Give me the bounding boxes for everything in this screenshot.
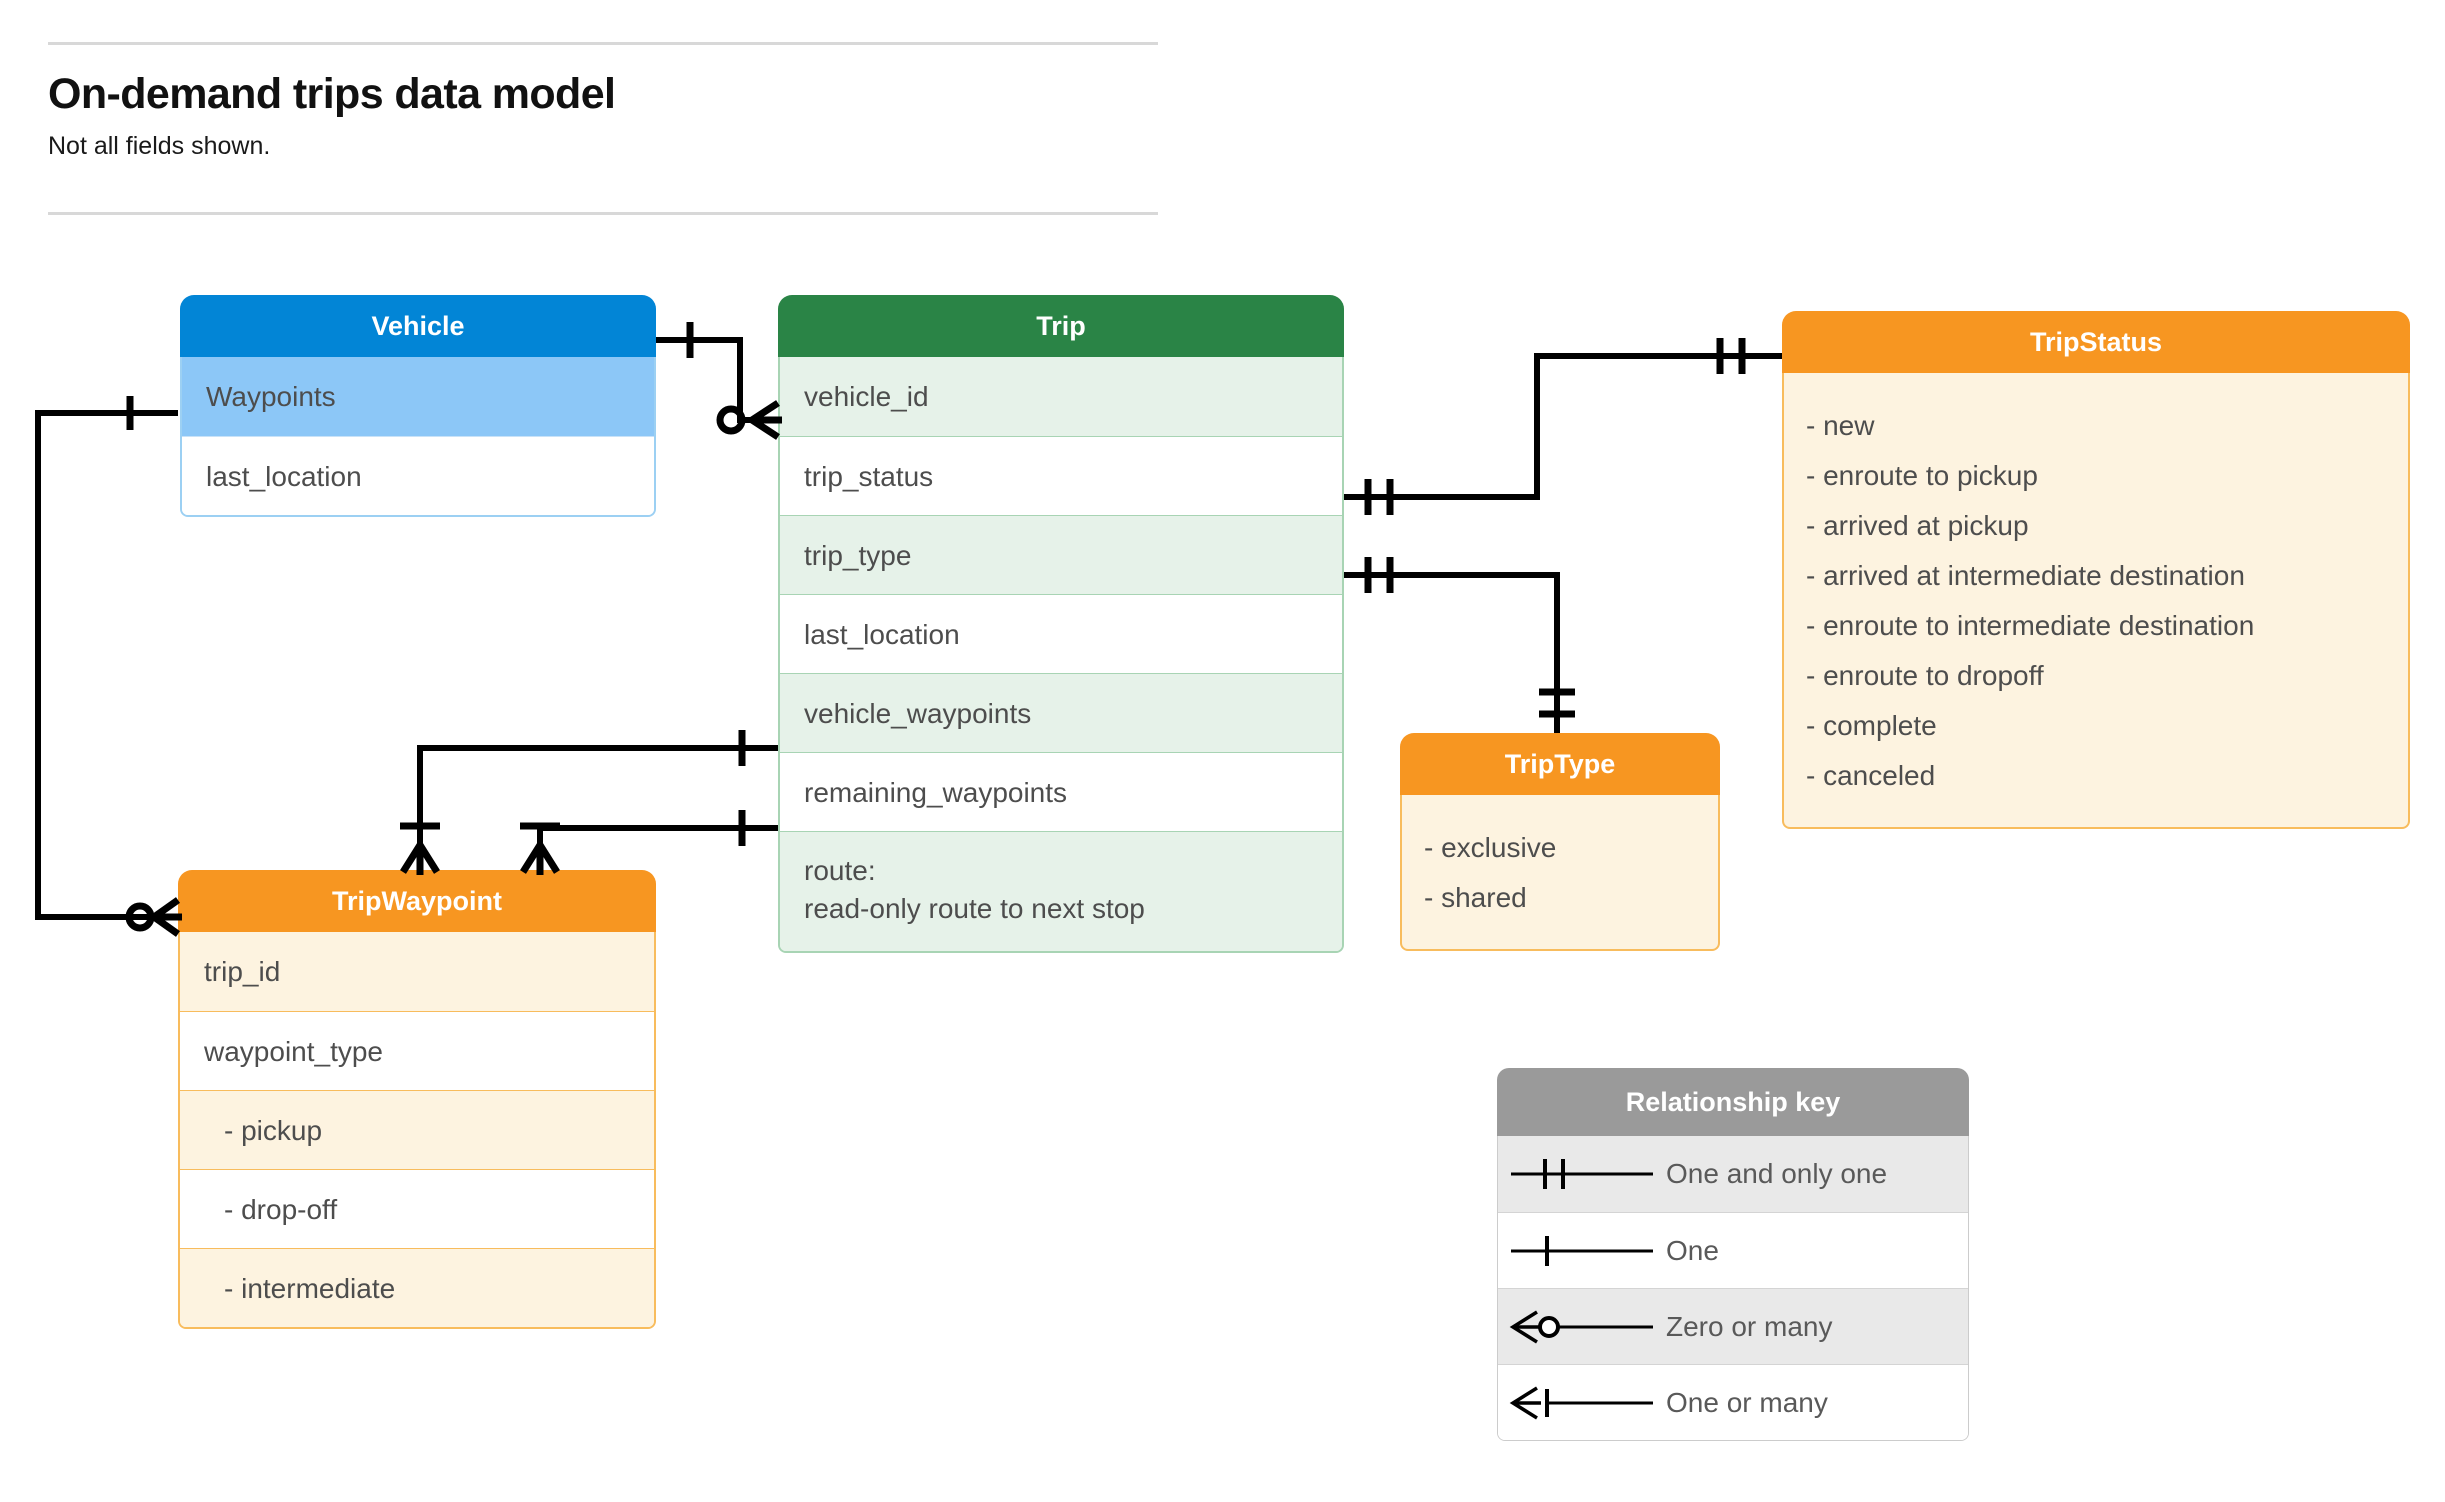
legend-row-one-or-many: One or many [1498, 1364, 1968, 1440]
trip-type-value: - exclusive [1424, 832, 1557, 863]
field-trip-route[interactable]: route: read-only route to next stop [780, 831, 1342, 951]
field-trip-vehicle-waypoints[interactable]: vehicle_waypoints [780, 673, 1342, 752]
trip-status-value: - complete [1806, 710, 1937, 741]
wire-trip-remaining-waypoints-to-tripwaypoint [537, 825, 778, 868]
entity-trip-fields: vehicle_id trip_status trip_type last_lo… [778, 357, 1344, 953]
entity-trip-status[interactable]: TripStatus - new - enroute to pickup - a… [1782, 311, 2410, 829]
entity-vehicle[interactable]: Vehicle Waypoints last_location [180, 295, 656, 517]
wire-trip-to-triptype [1344, 572, 1560, 733]
entity-vehicle-title: Vehicle [180, 295, 656, 357]
entity-trip-type-values: - exclusive - shared [1400, 795, 1720, 951]
legend-row-zero-or-many: Zero or many [1498, 1288, 1968, 1364]
one-and-only-one-icon [1498, 1136, 1666, 1212]
top-divider [48, 42, 1158, 45]
wire-vehicle-waypoints-to-tripwaypoint [35, 410, 178, 920]
entity-trip-title: Trip [778, 295, 1344, 357]
one-icon [1498, 1213, 1666, 1289]
entity-vehicle-fields: Waypoints last_location [180, 357, 656, 517]
field-trip-vehicle-id[interactable]: vehicle_id [780, 357, 1342, 436]
entity-trip-waypoint[interactable]: TripWaypoint trip_id waypoint_type - pic… [178, 870, 656, 1329]
legend-label: Zero or many [1666, 1310, 1833, 1342]
entity-trip-type-title: TripType [1400, 733, 1720, 795]
trip-status-value: - canceled [1806, 760, 1936, 791]
field-trip-waypoint-intermediate[interactable]: - intermediate [180, 1248, 654, 1327]
wire-vehicle-to-trip [656, 337, 762, 423]
entity-trip-waypoint-title: TripWaypoint [178, 870, 656, 932]
legend-label: One or many [1666, 1386, 1828, 1418]
entity-trip-waypoint-fields: trip_id waypoint_type - pickup - drop-of… [178, 932, 656, 1329]
bottom-divider [48, 212, 1158, 215]
legend-row-one: One [1498, 1212, 1968, 1288]
legend-rows: One and only one One [1497, 1136, 1969, 1441]
wire-trip-vehicle-waypoints-to-tripwaypoint [417, 745, 778, 868]
field-trip-waypoint-trip-id[interactable]: trip_id [180, 932, 654, 1011]
field-trip-remaining-waypoints[interactable]: remaining_waypoints [780, 752, 1342, 831]
field-trip-trip-status[interactable]: trip_status [780, 436, 1342, 515]
field-trip-waypoint-pickup[interactable]: - pickup [180, 1090, 654, 1169]
field-vehicle-last-location[interactable]: last_location [182, 436, 654, 515]
one-or-many-icon [1498, 1365, 1666, 1441]
legend-label: One [1666, 1234, 1719, 1266]
page-title: On-demand trips data model [48, 70, 616, 118]
field-trip-route-label: route: [804, 855, 876, 886]
field-trip-waypoint-waypoint-type[interactable]: waypoint_type [180, 1011, 654, 1090]
zero-or-many-icon [1498, 1289, 1666, 1365]
trip-status-value: - enroute to pickup [1806, 460, 2038, 491]
trip-status-value: - enroute to dropoff [1806, 660, 2044, 691]
trip-type-value: - shared [1424, 882, 1527, 913]
trip-status-value: - new [1806, 410, 1875, 441]
entity-trip-status-values: - new - enroute to pickup - arrived at p… [1782, 373, 2410, 829]
entity-trip-type[interactable]: TripType - exclusive - shared [1400, 733, 1720, 951]
legend-row-one-and-only-one: One and only one [1498, 1136, 1968, 1212]
trip-status-value: - arrived at intermediate destination [1806, 560, 2245, 591]
entity-trip-status-title: TripStatus [1782, 311, 2410, 373]
trip-status-value: - arrived at pickup [1806, 510, 2029, 541]
field-trip-route-note: read-only route to next stop [804, 892, 1145, 924]
trip-status-value: - enroute to intermediate destination [1806, 610, 2255, 641]
field-vehicle-waypoints[interactable]: Waypoints [182, 357, 654, 436]
field-trip-trip-type[interactable]: trip_type [780, 515, 1342, 594]
wire-trip-to-tripstatus [1344, 353, 1782, 500]
relationship-key-legend: Relationship key One and only one [1497, 1068, 1969, 1441]
legend-title: Relationship key [1497, 1068, 1969, 1136]
page-subtitle: Not all fields shown. [48, 132, 271, 160]
field-trip-waypoint-dropoff[interactable]: - drop-off [180, 1169, 654, 1248]
entity-trip[interactable]: Trip vehicle_id trip_status trip_type la… [778, 295, 1344, 953]
field-trip-last-location[interactable]: last_location [780, 594, 1342, 673]
legend-label: One and only one [1666, 1158, 1888, 1189]
